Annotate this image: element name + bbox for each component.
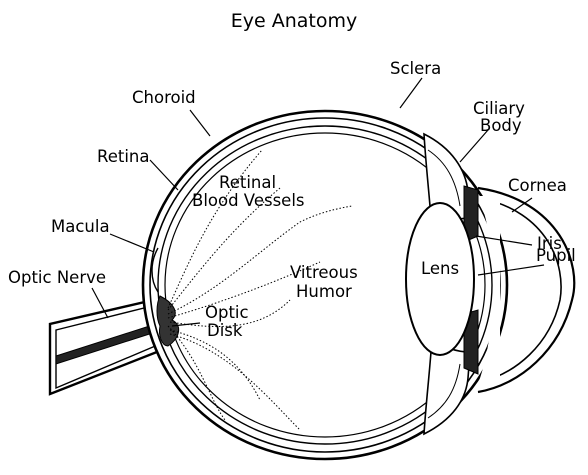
diagram-title: Eye Anatomy	[231, 10, 358, 32]
label-optic-nerve: Optic Nerve	[8, 268, 106, 287]
label-sclera: Sclera	[390, 59, 441, 78]
label-cornea: Cornea	[508, 176, 567, 195]
label-pupil: Pupil	[536, 246, 576, 265]
label-vitreous-1: Vitreous	[290, 263, 358, 282]
label-macula: Macula	[51, 217, 110, 236]
choroid-leader	[190, 110, 210, 136]
label-retina: Retina	[97, 147, 150, 166]
sclera-leader	[400, 78, 422, 108]
label-optic-disk-1: Optic	[205, 303, 249, 322]
retina-leader	[150, 160, 178, 190]
label-ciliary-2: Body	[480, 116, 522, 135]
label-retinal-vessels-2: Blood Vessels	[192, 191, 305, 210]
label-vitreous-2: Humor	[296, 282, 352, 301]
label-retinal-vessels-1: Retinal	[219, 173, 276, 192]
label-optic-disk-2: Disk	[207, 321, 243, 340]
label-choroid: Choroid	[132, 88, 196, 107]
label-lens: Lens	[421, 259, 459, 278]
lens-shape	[406, 203, 474, 355]
